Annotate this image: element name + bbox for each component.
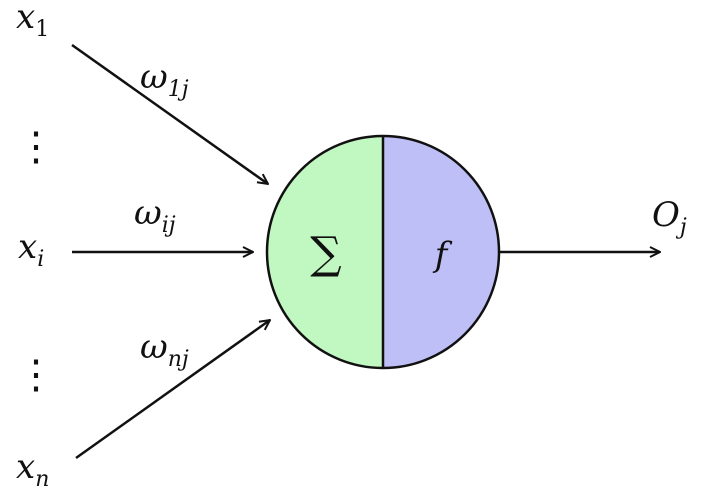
input-arrow-1 bbox=[71, 43, 268, 184]
activation-half bbox=[383, 136, 499, 368]
input-label-n: xn bbox=[16, 447, 49, 492]
sum-symbol: ∑ bbox=[310, 228, 341, 279]
output-label: Oj bbox=[652, 195, 687, 240]
sum-half bbox=[267, 136, 383, 368]
weight-label-1j: ω1j bbox=[140, 57, 189, 102]
neuron-node: ∑ f bbox=[265, 134, 501, 370]
input-label-1: x1 bbox=[16, 0, 49, 42]
weight-label-nj: ωnj bbox=[140, 327, 189, 372]
input-label-i: xi bbox=[18, 227, 44, 272]
input-arrow-n bbox=[75, 320, 270, 460]
vertical-dots-upper: ⋮ bbox=[16, 124, 56, 170]
vertical-dots-lower: ⋮ bbox=[16, 352, 56, 398]
weight-label-ij: ωij bbox=[134, 193, 176, 238]
